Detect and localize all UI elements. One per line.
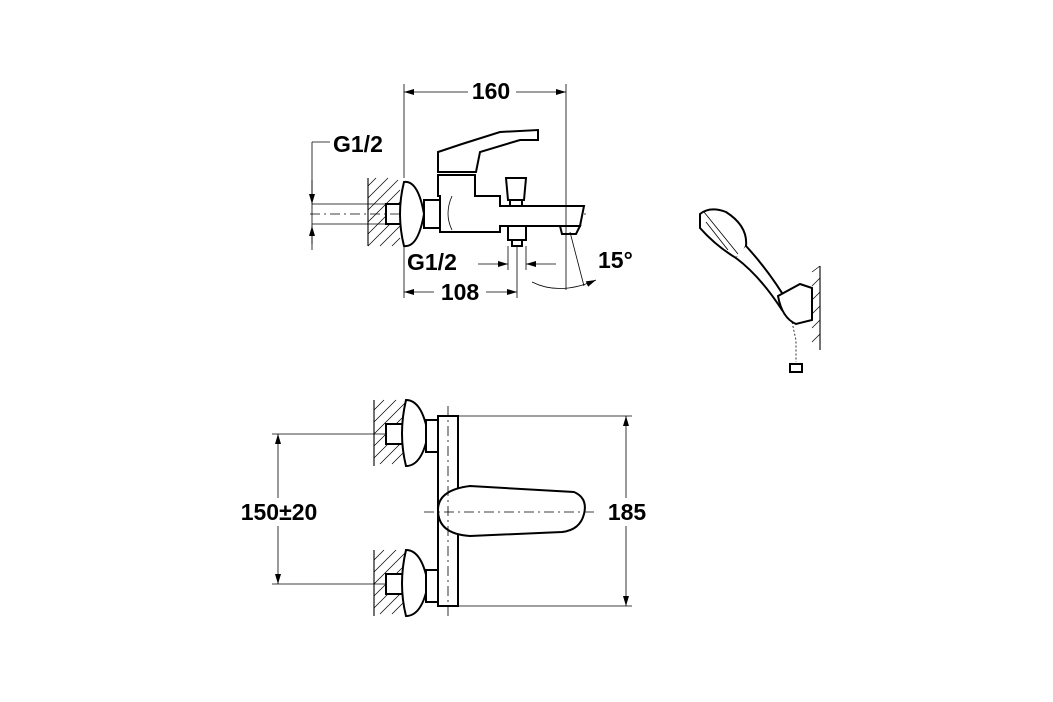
lower-escutcheon [401, 548, 430, 618]
shower-hose [791, 321, 797, 362]
hose-connector [789, 363, 803, 373]
shower-outlet [507, 225, 527, 241]
dim-outlet-thread: G1/2 [407, 249, 457, 275]
side-view: 160 G1/2 G1/2 108 15° [309, 78, 633, 305]
dim-inlet-spacing: 150±20 [241, 499, 318, 525]
shower-holder [776, 282, 813, 326]
wall-hatch-shower [811, 265, 821, 350]
front-view: 150±20 185 [228, 398, 654, 618]
dim-width-160: 160 [472, 78, 510, 104]
wall-hatch-lower [373, 549, 407, 616]
connection-nut [423, 199, 441, 229]
escutcheon-side [399, 180, 426, 248]
lever-side [437, 128, 539, 173]
mixer-body-side [437, 174, 586, 233]
dim-spout-108: 108 [441, 279, 480, 305]
dim-angle-15: 15° [598, 247, 633, 273]
hand-shower [699, 208, 821, 373]
upper-escutcheon [401, 398, 430, 468]
diverter-knob [504, 177, 528, 201]
shower-head [699, 208, 748, 260]
lever-front [436, 484, 586, 538]
wall-hatch-side [367, 177, 401, 247]
dim-inlet-thread: G1/2 [333, 131, 383, 157]
dim-body-height: 185 [608, 499, 647, 525]
